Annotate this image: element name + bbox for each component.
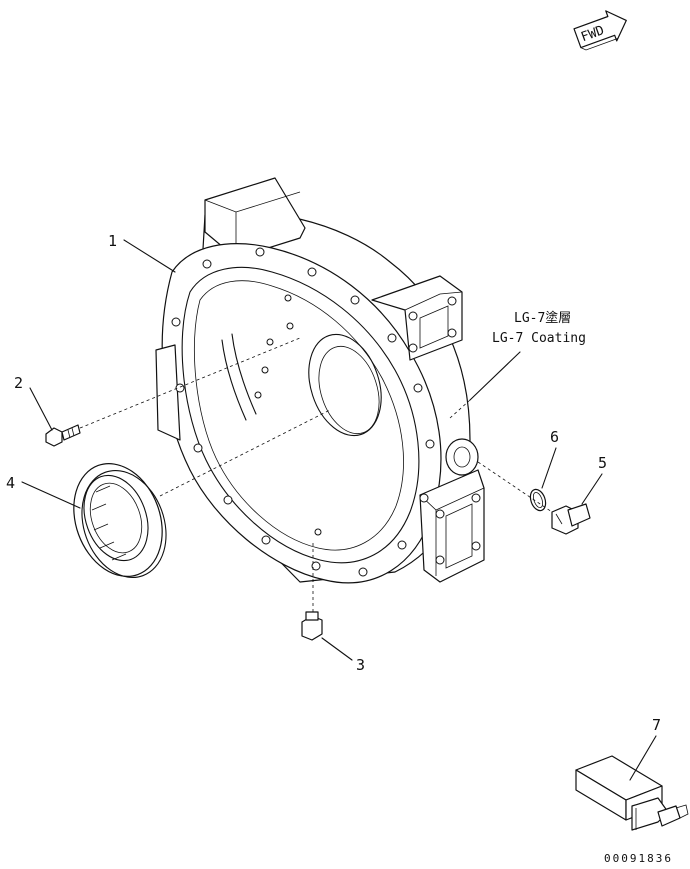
plug-5-guide <box>477 461 553 513</box>
callout-6: 6 <box>550 428 559 446</box>
callout-7: 7 <box>652 716 661 734</box>
plug-part-3 <box>301 611 323 641</box>
callout-1-leader <box>123 239 176 273</box>
note-lg7-jp: LG-7塗層 <box>514 310 571 326</box>
lg7-leader <box>469 351 521 401</box>
callout-4: 4 <box>6 474 15 492</box>
fwd-arrow-icon: FWD <box>573 10 627 51</box>
callout-5-leader <box>581 473 603 505</box>
lg7-dots <box>449 399 471 419</box>
callout-6-leader <box>541 447 557 489</box>
tool-part-7 <box>575 755 689 831</box>
bolt-2-guide <box>79 337 301 429</box>
callout-3: 3 <box>356 656 365 674</box>
o-ring-part-6 <box>529 488 547 512</box>
plug-part-5 <box>551 503 591 535</box>
bolt-part-2 <box>45 424 81 447</box>
callout-5: 5 <box>598 454 607 472</box>
callout-3-leader <box>321 637 353 661</box>
callout-2: 2 <box>14 374 23 392</box>
drawing-code: 00091836 <box>604 852 673 865</box>
callout-7-leader <box>629 735 657 781</box>
seal-4-guide <box>159 409 331 497</box>
callout-2-leader <box>29 387 53 431</box>
callout-1: 1 <box>108 232 117 250</box>
callout-4-leader <box>21 481 81 509</box>
oil-seal-part-4 <box>73 463 167 579</box>
note-lg7-en: LG-7 Coating <box>492 331 586 346</box>
flywheel-housing <box>155 177 485 584</box>
